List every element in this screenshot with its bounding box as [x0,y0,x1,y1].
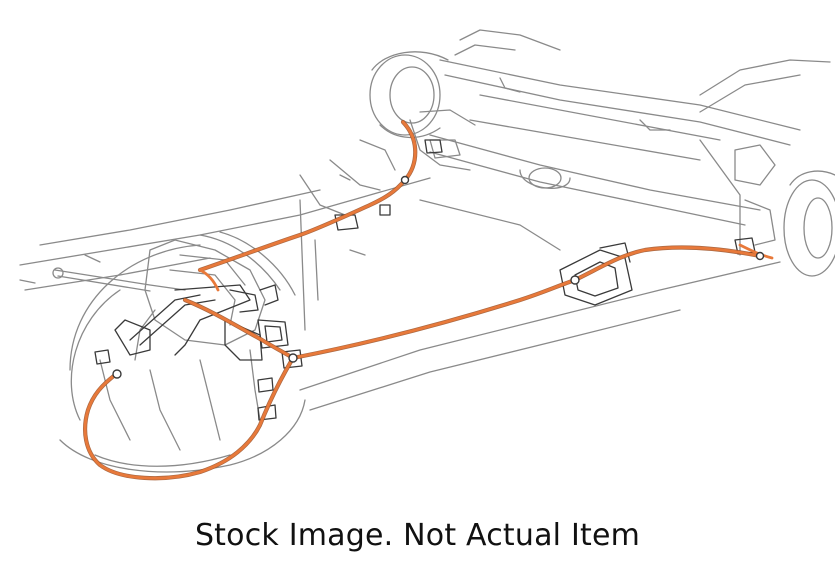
cable-clip [570,275,580,285]
body-side-panel [19,177,431,266]
cable-lever-link [198,268,220,292]
rear-right-wheel [783,179,835,277]
equalizer-bracket [559,249,633,306]
pedal-to-lever-cable [183,298,295,360]
cable-clip [755,251,765,261]
parking-brake-cables [83,119,774,481]
caption: Stock Image. Not Actual Item [194,518,641,553]
cable-clip [400,175,410,185]
rear-left-cable [198,120,417,272]
transmission-area [144,239,266,346]
rear-left-wheel [369,54,441,136]
cable-clip [288,353,298,363]
rear-frame-rail [439,59,801,131]
intermediate-cable [291,278,577,360]
front-wheel-well [69,244,201,371]
cable-clip [112,369,122,379]
rear-right-cable [573,246,762,282]
parking-brake-diagram [19,29,835,481]
rear-axle [429,134,761,211]
cable-end-stub [738,243,774,260]
front-parking-brake-cable [83,356,295,480]
